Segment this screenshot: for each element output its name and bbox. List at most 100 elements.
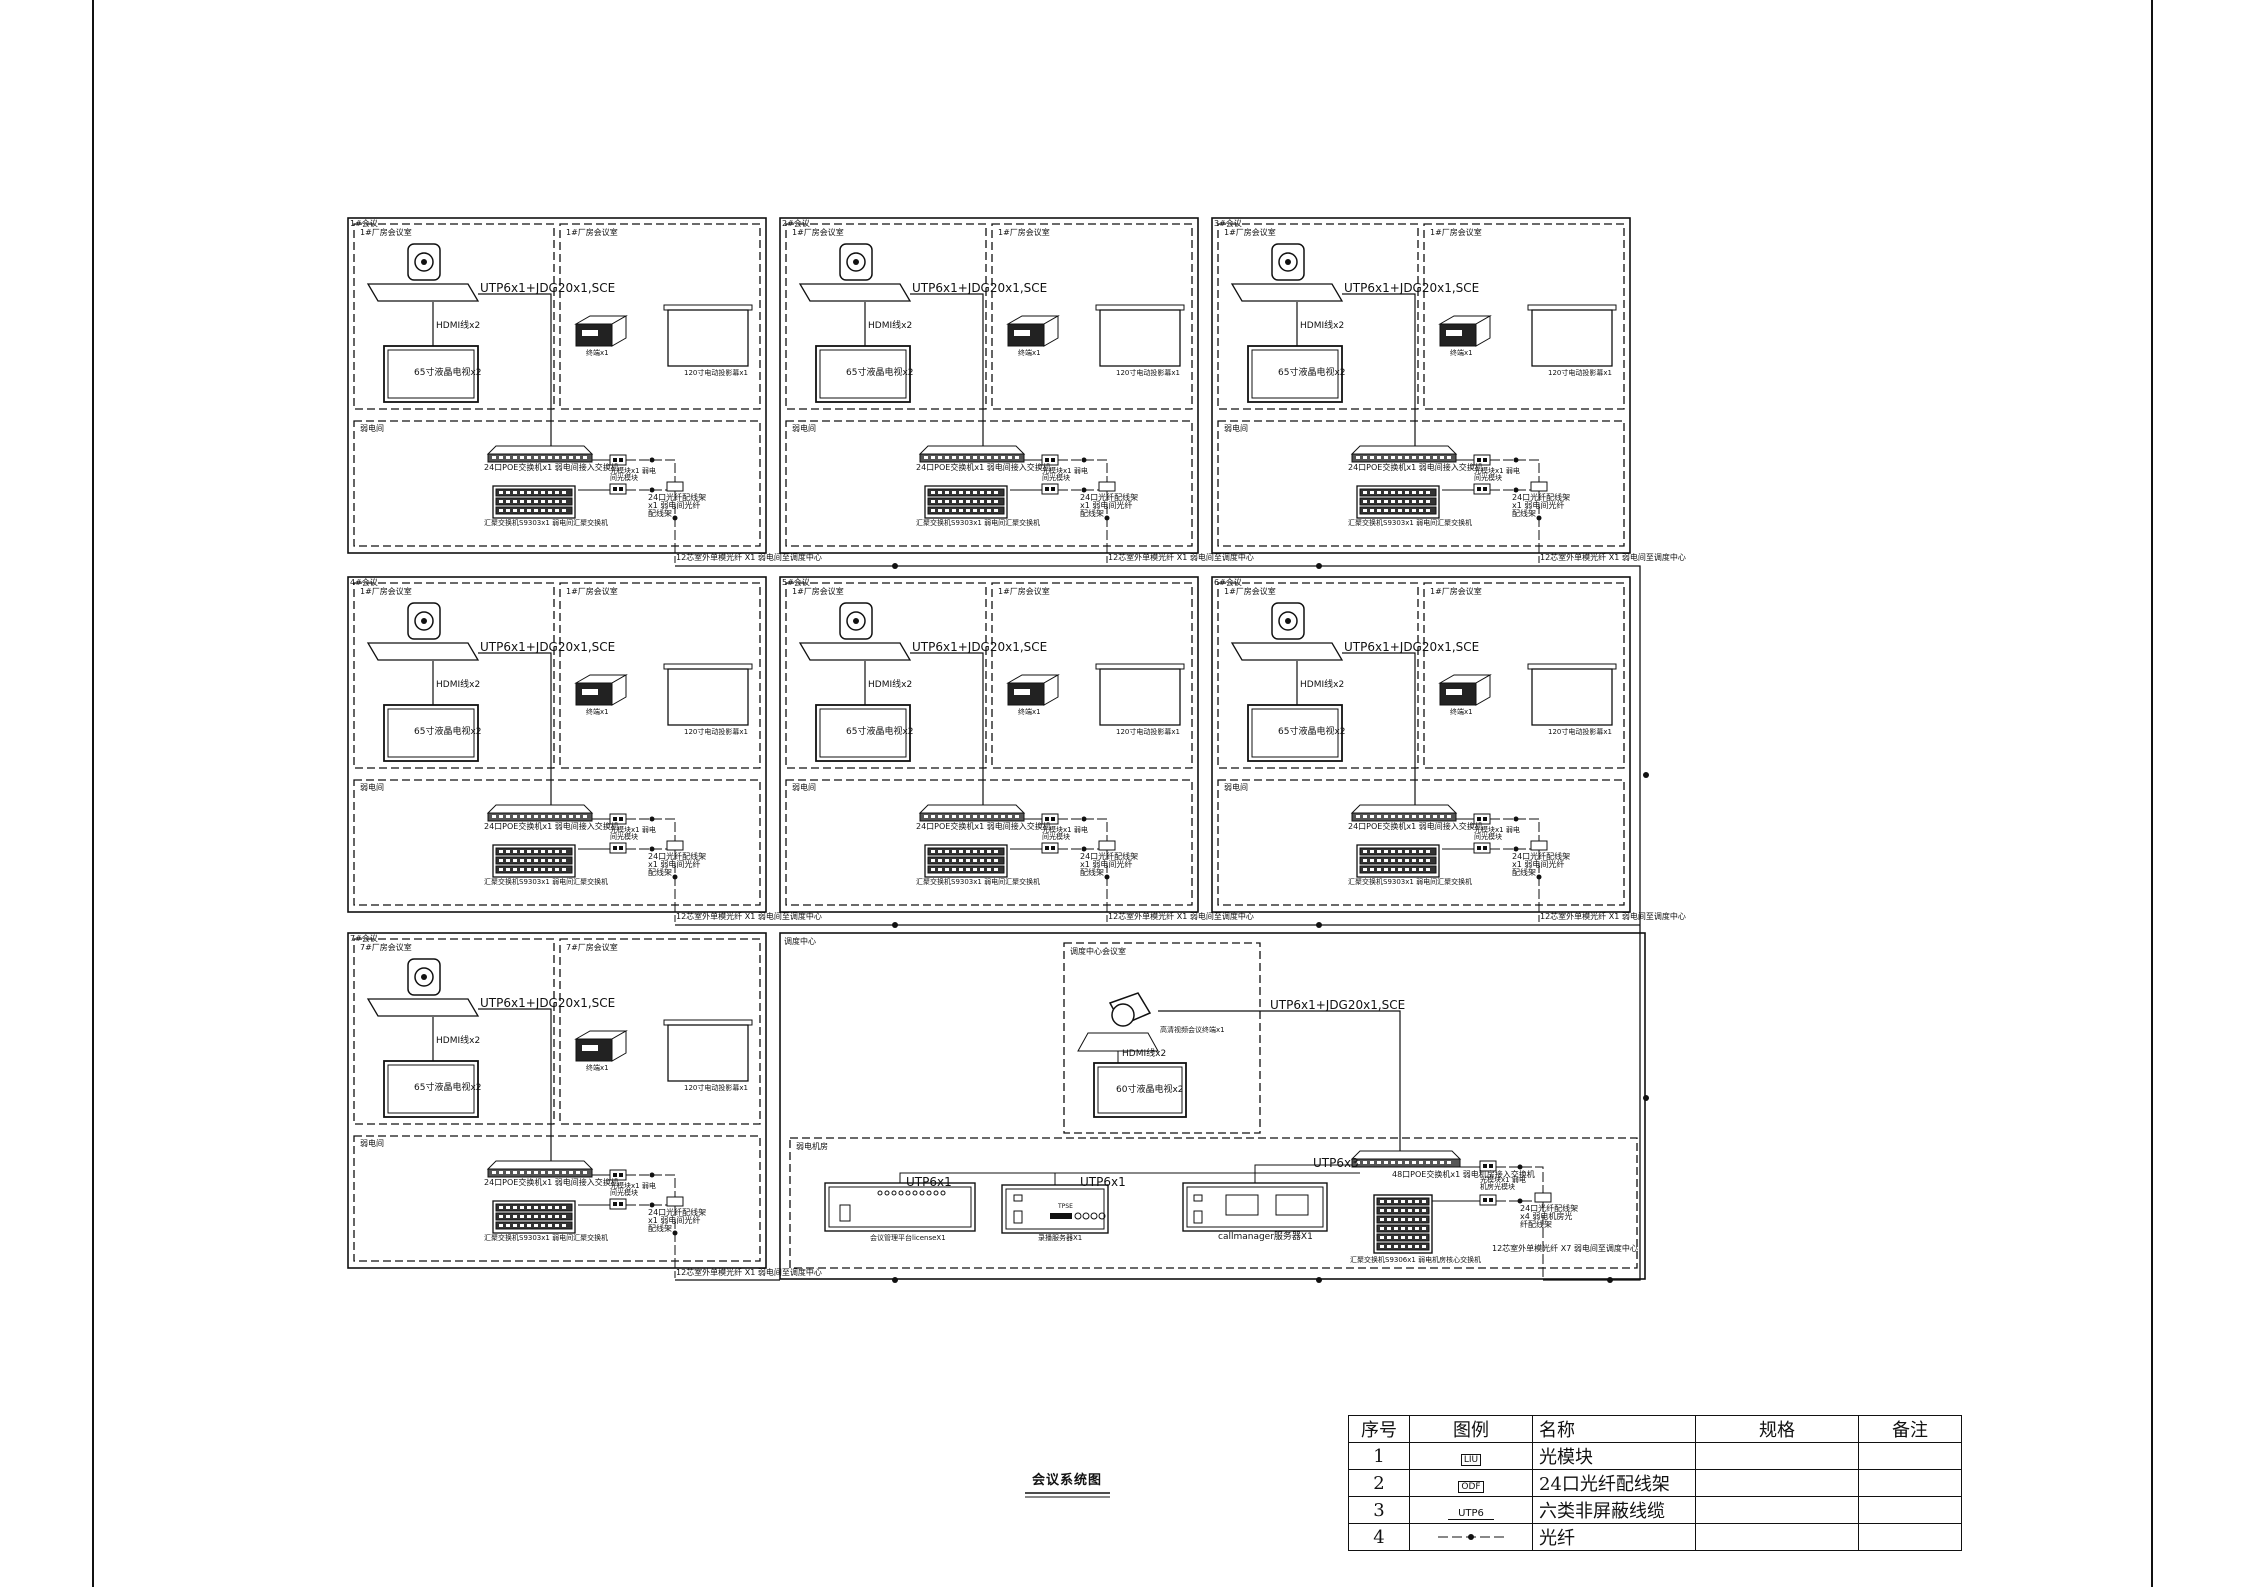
core-switch-icon [1356, 485, 1440, 519]
core-switch-icon [492, 844, 576, 878]
legend-name: 六类非屏蔽线缆 [1532, 1496, 1696, 1524]
tv-label: 65寸液晶电视x2 [414, 727, 482, 737]
room-outline [347, 576, 767, 913]
screen-label: 120寸电动投影幕x1 [684, 728, 748, 736]
lcd-tv-icon [1093, 1062, 1187, 1118]
utp-cable-label: UTP6x1+JDG20x1,SCE [1344, 281, 1480, 295]
room-label: 6#会议 [1214, 578, 1242, 587]
odf-panel-icon [1098, 481, 1116, 492]
room-label: 4#会议 [350, 578, 378, 587]
meeting-room-block [347, 217, 767, 563]
screen-label: 120寸电动投影幕x1 [1548, 369, 1612, 377]
poe-switch-icon [1350, 1150, 1462, 1168]
core-switch-label: 汇聚交换机S9303x1 弱电间汇聚交换机 [484, 878, 609, 886]
room-outline [1211, 576, 1631, 913]
rack-zone-label: 弱电间 [1224, 783, 1248, 792]
core-switch-icon [1373, 1194, 1433, 1254]
lcd-tv-icon [383, 345, 479, 403]
optical-module-label: 光模块x1 弱电间光模块 [1474, 467, 1520, 482]
hdmi-label: HDMI线x2 [436, 1036, 481, 1046]
center-odf-label: 24口光纤配线架 x4 弱电机房光纤配线架 [1520, 1204, 1579, 1229]
legend-row: 3 UTP6 六类非屏蔽线缆 [1348, 1496, 1962, 1524]
hdmi-label: HDMI线x2 [436, 680, 481, 690]
optical-module-icon [1473, 483, 1491, 495]
tv-label: 65寸液晶电视x2 [414, 368, 482, 378]
projection-screen-icon [1095, 663, 1185, 726]
poe-switch-icon [486, 1160, 594, 1178]
optical-module-icon [609, 842, 627, 854]
optical-module-icon [1479, 1160, 1497, 1172]
legend-spec [1695, 1523, 1859, 1551]
rack-zone-label: 弱电间 [360, 783, 384, 792]
server-icon [1182, 1182, 1328, 1232]
optical-module-icon [1473, 842, 1491, 854]
legend-name: 光纤 [1532, 1523, 1696, 1551]
room-outline [779, 217, 1199, 554]
center-conference-label: 调度中心会议室 [1070, 947, 1126, 956]
legend-remark [1858, 1442, 1962, 1470]
utp-cable-label: UTP6x1+JDG20x1,SCE [480, 281, 616, 295]
tv-label: 65寸液晶电视x2 [1278, 368, 1346, 378]
codec-label: 终端x1 [1450, 349, 1473, 357]
poe-switch-label: 24口POE交换机x1 弱电间接入交换机 [916, 463, 1051, 472]
screen-label: 120寸电动投影幕x1 [1116, 369, 1180, 377]
center-hdmi-label: HDMI线x2 [1122, 1049, 1167, 1059]
tv-label: 65寸液晶电视x2 [1278, 727, 1346, 737]
lcd-tv-icon [815, 345, 911, 403]
liu-symbol-icon: LIU [1460, 1453, 1482, 1466]
center-tv-label: 60寸液晶电视x2 [1116, 1085, 1184, 1095]
screen-label: 120寸电动投影幕x1 [684, 1084, 748, 1092]
room-outline [1211, 217, 1631, 554]
poe-switch-icon [1350, 445, 1458, 463]
conference-zone-label: 1#厂房会议室 [566, 228, 618, 237]
odf-label: 24口光纤配线架 x1 弱电间光纤配线架 [648, 1208, 707, 1233]
server-icon [1001, 1184, 1109, 1234]
fiber-node [1316, 563, 1322, 569]
fiber-run-label: 12芯室外单模光纤 X1 弱电间至调度中心 [1540, 553, 1686, 562]
legend-symbol [1409, 1523, 1533, 1551]
poe-switch-icon [918, 445, 1026, 463]
odf-label: 24口光纤配线架 x1 弱电间光纤配线架 [1080, 493, 1139, 518]
dispatch-center-block [779, 932, 1646, 1280]
utp-cable-label: UTP6x1+JDG20x1,SCE [480, 996, 616, 1010]
legend-name: 光模块 [1532, 1442, 1696, 1470]
odf-label: 24口光纤配线架 x1 弱电间光纤配线架 [648, 852, 707, 877]
conference-zone [353, 938, 555, 1125]
projection-screen-icon [1527, 304, 1617, 367]
fiber-node [1316, 922, 1322, 928]
poe-switch-label: 24口POE交换机x1 弱电间接入交换机 [1348, 463, 1483, 472]
conference-zone-label: 1#厂房会议室 [792, 587, 844, 596]
conference-zone-label: 1#厂房会议室 [1430, 587, 1482, 596]
conference-zone [785, 223, 987, 410]
conference-zone [1217, 582, 1419, 769]
screen-label: 120寸电动投影幕x1 [1116, 728, 1180, 736]
video-codec-icon [574, 315, 628, 347]
hdmi-label: HDMI线x2 [868, 321, 913, 331]
utp-cable-label: UTP6x1+JDG20x1,SCE [480, 640, 616, 654]
room-outline [347, 217, 767, 554]
fiber-run-label: 12芯室外单模光纤 X1 弱电间至调度中心 [1108, 912, 1254, 921]
odf-panel-icon [666, 840, 684, 851]
odf-panel-icon [666, 481, 684, 492]
fiber-run-label: 12芯室外单模光纤 X1 弱电间至调度中心 [1540, 912, 1686, 921]
room-label: 5#会议 [782, 578, 810, 587]
fiber-trunk [675, 565, 1641, 1281]
optical-module-label: 光模块x1 弱电间光模块 [610, 826, 656, 841]
legend-no: 1 [1348, 1442, 1410, 1470]
meeting-room-block [347, 932, 767, 1278]
rack-zone [353, 420, 761, 547]
drawing-title: 会议系统图 [1032, 1473, 1103, 1488]
lcd-tv-icon [1247, 704, 1343, 762]
poe-switch-icon [1350, 804, 1458, 822]
core-switch-icon [1356, 844, 1440, 878]
optical-module-icon [1479, 1194, 1497, 1206]
core-switch-label: 汇聚交换机S9303x1 弱电间汇聚交换机 [916, 519, 1041, 527]
poe-switch-icon [486, 445, 594, 463]
center-label: 调度中心 [784, 937, 816, 946]
meeting-room-block [1211, 576, 1631, 922]
legend-spec [1695, 1496, 1859, 1524]
legend-remark [1858, 1523, 1962, 1551]
conference-zone [991, 223, 1193, 410]
fiber-node [892, 563, 898, 569]
legend-col-spec: 规格 [1695, 1415, 1859, 1443]
